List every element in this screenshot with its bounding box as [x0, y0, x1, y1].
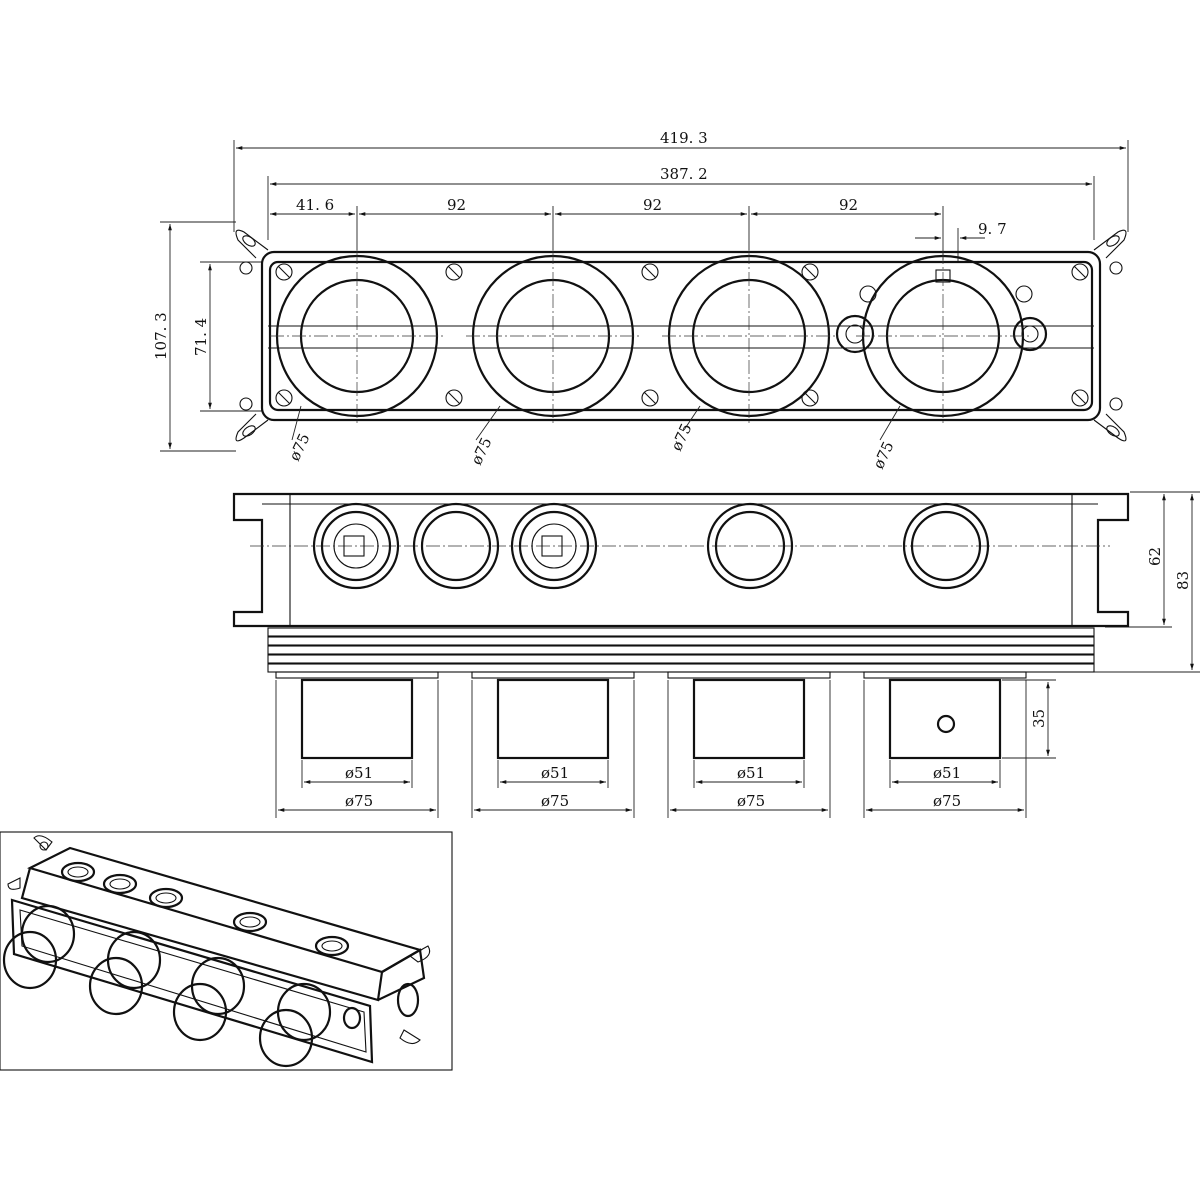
dimension-spacings: 41. 6 92 92 92 — [270, 196, 944, 260]
knob-diameter-label-4: ø51 — [933, 764, 961, 782]
valve-ring-1: ø75 — [270, 250, 445, 464]
dimension-overall-height: 107. 3 — [152, 221, 236, 452]
ring-diameter-label-1: ø75 — [285, 431, 313, 464]
isometric-knob-3 — [172, 956, 246, 1042]
knob-diameter-label-3: ø51 — [737, 764, 765, 782]
dimension-body-height-text: 71. 4 — [192, 318, 210, 356]
mounting-ear-bottom-left — [235, 397, 269, 442]
mounting-ear-top-right — [1093, 229, 1127, 275]
knob-1: ø51 ø75 — [275, 671, 439, 818]
port-2 — [412, 502, 500, 590]
isometric-frame — [0, 831, 453, 1071]
side-fitting — [835, 314, 1048, 354]
mounting-ear-top-left — [235, 229, 269, 275]
flange-diameter-label-2: ø75 — [541, 792, 569, 810]
dimension-overall-height-text: 107. 3 — [152, 312, 170, 360]
dimension-spacing-2-text: 92 — [643, 196, 662, 214]
dimension-spacing-3-text: 92 — [839, 196, 858, 214]
ring-diameter-label-3: ø75 — [667, 421, 695, 454]
dimension-overall-length: 419. 3 — [233, 129, 1129, 232]
front-view: 62 83 — [232, 491, 1200, 818]
ring-diameter-label-4: ø75 — [869, 439, 897, 472]
dimension-spacing-1-text: 92 — [447, 196, 466, 214]
flange-diameter-label-4: ø75 — [933, 792, 961, 810]
dimension-body-height: 71. 4 — [192, 261, 262, 412]
dimension-small-offset: 9. 7 — [915, 220, 1007, 262]
knob-diameter-label-1: ø51 — [345, 764, 373, 782]
knob-2: ø51 ø75 — [471, 671, 635, 818]
dimension-overall-length-text: 419. 3 — [660, 129, 708, 147]
port-1 — [312, 502, 400, 590]
knob-4: ø51 ø75 35 — [863, 671, 1056, 818]
housing-outer-frame — [260, 250, 1102, 422]
dimension-center-span-text: 387. 2 — [660, 165, 708, 183]
front-housing — [232, 492, 1130, 628]
isometric-knob-1 — [2, 904, 76, 990]
valve-ring-3: ø75 — [662, 250, 837, 454]
ring-diameter-label-2: ø75 — [467, 435, 495, 468]
mounting-ear-bottom-right — [1093, 397, 1127, 442]
port-3 — [510, 502, 598, 590]
isometric-view — [0, 831, 453, 1071]
knob-3: ø51 ø75 — [667, 671, 831, 818]
dimension-front-body-height-text: 62 — [1146, 547, 1164, 566]
flange-diameter-label-3: ø75 — [737, 792, 765, 810]
port-4 — [706, 502, 794, 590]
dimension-first-offset-text: 41. 6 — [296, 196, 334, 214]
knob-depth-label: 35 — [1030, 709, 1048, 728]
valve-ring-4: ø75 — [856, 250, 1031, 472]
isometric-knob-4 — [258, 982, 332, 1068]
port-5 — [902, 502, 990, 590]
valve-ring-2: ø75 — [466, 250, 641, 468]
top-view: 419. 3 387. 2 41. 6 92 92 92 — [152, 129, 1129, 472]
dimension-center-span: 387. 2 — [267, 165, 1095, 240]
dimension-small-offset-text: 9. 7 — [978, 220, 1007, 238]
corner-screws — [275, 263, 1089, 407]
flange-diameter-label-1: ø75 — [345, 792, 373, 810]
plaster-guard-layers — [267, 627, 1095, 673]
knob-diameter-label-2: ø51 — [541, 764, 569, 782]
isometric-knob-2 — [88, 930, 162, 1016]
dimension-front-total-height-text: 83 — [1174, 571, 1192, 590]
